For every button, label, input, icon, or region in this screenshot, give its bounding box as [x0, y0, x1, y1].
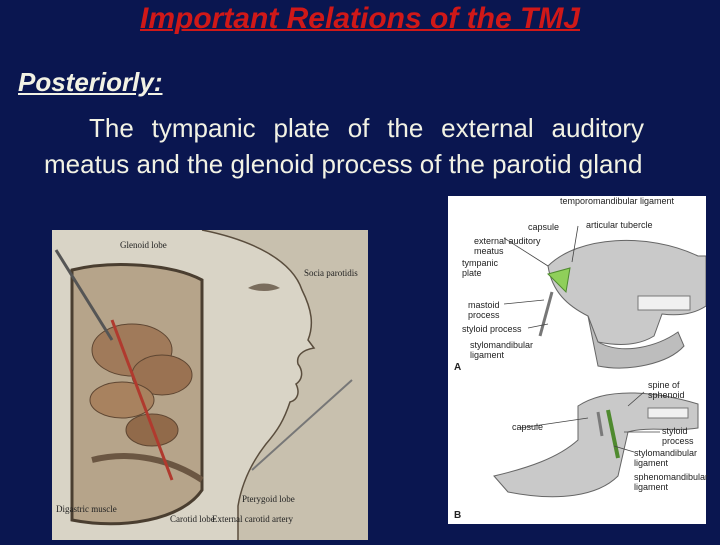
tmj-ligaments-diagram: temporomandibular ligament capsule artic…	[448, 196, 709, 524]
label-tympanic-plate: tympanic plate	[462, 258, 499, 278]
label-styloid-process-b: styloid process	[662, 426, 694, 446]
label-spine-of-sphenoid: spine of sphenoid	[648, 380, 685, 400]
label-styloid-process-a: styloid process	[462, 324, 522, 334]
panel-a-label: A	[454, 362, 462, 373]
label-pterygoid-lobe: Pterygoid lobe	[242, 494, 295, 504]
label-carotid-lobe: Carotid lobe	[170, 514, 215, 524]
label-stylomandibular-ligament-b: stylomandibular ligament	[634, 448, 698, 468]
label-socia-parotidis: Socia parotidis	[304, 268, 358, 278]
label-articular-tubercle: articular tubercle	[586, 220, 653, 230]
panel-b-label: B	[454, 510, 462, 521]
label-digastric-muscle: Digastric muscle	[56, 504, 117, 514]
label-external-carotid-artery: External carotid artery	[212, 514, 293, 524]
label-mastoid-process: mastoid process	[468, 300, 500, 320]
section-subheading: Posteriorly:	[18, 67, 163, 97]
label-capsule-a: capsule	[528, 222, 560, 232]
label-capsule-b: capsule	[512, 422, 544, 432]
label-stylomandibular-ligament-a: stylomandibular ligament	[470, 340, 534, 360]
parotid-gland-illustration: Glenoid lobe Socia parotidis Digastric m…	[52, 229, 368, 540]
slide-title: Important Relations of the TMJ	[139, 2, 580, 35]
face-dissection-drawing	[52, 229, 368, 540]
label-temporomandibular-ligament: temporomandibular ligament	[560, 196, 675, 206]
skull-drawing	[448, 196, 707, 524]
label-glenoid-lobe: Glenoid lobe	[120, 240, 167, 250]
label-external-auditory-meatus: external auditory meatus	[474, 236, 541, 256]
body-text: The tympanic plate of the external audit…	[44, 113, 644, 179]
label-sphenomandibular-ligament: sphenomandibular ligament	[634, 472, 709, 492]
